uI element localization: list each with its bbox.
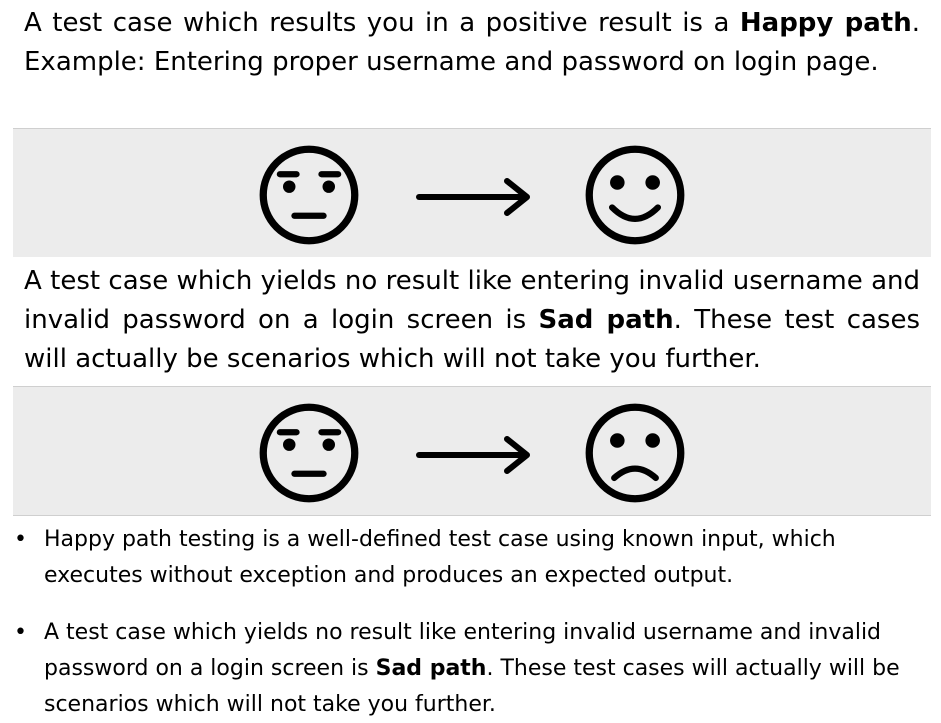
sad-path-diagram: [13, 386, 931, 516]
sad-path-text-b: . These test cases will actually be scen…: [24, 305, 921, 374]
bullet-text: Happy path testing is a well-defined tes…: [44, 522, 914, 594]
bullet-text-b: . These test cases will actually will be…: [44, 656, 900, 717]
sad-path-definition: A test case which yields no result like …: [24, 262, 920, 379]
happy-path-text-a: A test case which results you in a posit…: [24, 8, 740, 38]
smiling-face-icon: [585, 145, 685, 245]
neutral-face-icon: [259, 145, 359, 245]
happy-path-definition: A test case which results you in a posit…: [24, 4, 920, 82]
right-arrow-icon: [416, 436, 530, 474]
bullet-text-a: Happy path testing is a well-defined tes…: [44, 527, 836, 588]
happy-path-text-b: . Example: Entering proper username and …: [24, 8, 921, 77]
frowning-face-icon: [585, 403, 685, 503]
bullet-text-a: A test case which yields no result like …: [44, 620, 882, 681]
sad-path-term: Sad path: [538, 305, 674, 335]
bullet-text: A test case which yields no result like …: [44, 615, 914, 723]
bullet-marker: •: [14, 527, 27, 552]
happy-path-term: Happy path: [739, 8, 912, 38]
right-arrow-icon: [416, 178, 530, 216]
neutral-face-icon: [259, 403, 359, 503]
sad-path-text-a: A test case which yields no result like …: [24, 266, 920, 335]
bullet-marker: •: [14, 620, 27, 645]
happy-path-diagram: [13, 128, 931, 257]
bullet-bold-term: Sad path: [375, 656, 487, 681]
